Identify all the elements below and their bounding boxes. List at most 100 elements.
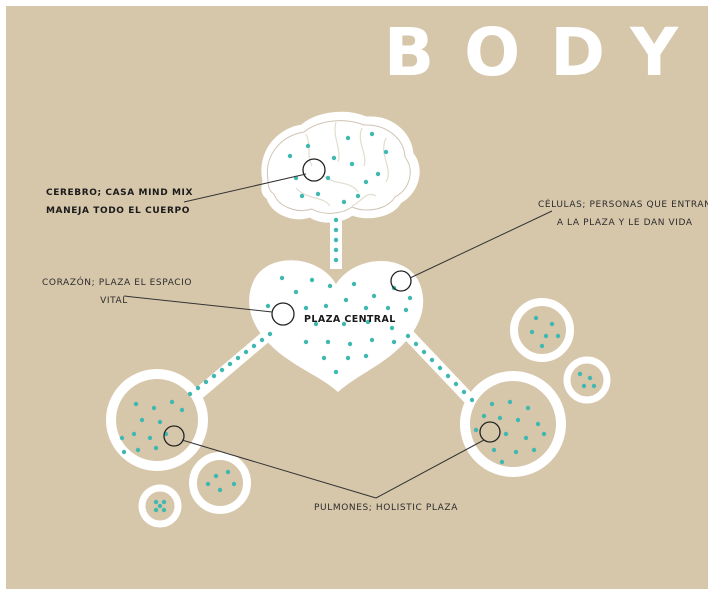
pulmones-label: PULMONES; HOLISTIC PLAZA — [314, 499, 458, 517]
cell-dot — [588, 376, 592, 380]
celulas-label: CÉLULAS; PERSONAS QUE ENTRAN A LA PLAZA … — [538, 196, 708, 232]
cell-dot — [226, 470, 230, 474]
cell-dot — [154, 508, 158, 512]
brain-shape — [263, 113, 418, 221]
cell-dot — [408, 296, 412, 300]
cell-dot — [188, 392, 192, 396]
cell-dot — [326, 176, 330, 180]
celulas-label-line-2: A LA PLAZA Y LE DAN VIDA — [538, 214, 708, 232]
corazon-label: CORAZÓN; PLAZA EL ESPACIO VITAL — [42, 274, 186, 310]
cell-dot — [220, 368, 224, 372]
cell-dot — [304, 340, 308, 344]
small-circle-right-2 — [567, 360, 607, 400]
cell-dot — [386, 306, 390, 310]
pulmones-leader-line-right — [376, 440, 484, 498]
cell-dot — [350, 162, 354, 166]
cell-dot — [334, 370, 338, 374]
cell-dot — [344, 298, 348, 302]
cell-dot — [462, 390, 466, 394]
cell-dot — [170, 400, 174, 404]
cell-dot — [158, 504, 162, 508]
cell-dot — [154, 500, 158, 504]
cell-dot — [492, 448, 496, 452]
cell-dot — [180, 408, 184, 412]
cell-dot — [260, 338, 264, 342]
cerebro-label: CEREBRO; CASA MIND MIX MANEJA TODO EL CU… — [46, 184, 193, 220]
cell-dot — [322, 356, 326, 360]
cell-dot — [592, 384, 596, 388]
cell-dot — [204, 380, 208, 384]
cell-dot — [534, 316, 538, 320]
corazon-label-line-2: VITAL — [42, 292, 186, 310]
cell-dot — [334, 248, 338, 252]
cerebro-label-line-1: CEREBRO; CASA MIND MIX — [46, 184, 193, 202]
cell-dot — [228, 362, 232, 366]
celulas-leader-line — [410, 211, 552, 278]
cell-dot — [140, 418, 144, 422]
cell-dot — [414, 342, 418, 346]
small-circle-left-1 — [193, 456, 247, 510]
cell-dot — [372, 294, 376, 298]
cell-dot — [422, 350, 426, 354]
cell-dot — [214, 474, 218, 478]
cell-dot — [348, 342, 352, 346]
cell-dot — [162, 508, 166, 512]
cell-dot — [406, 334, 410, 338]
cell-dot — [294, 290, 298, 294]
cell-dot — [500, 460, 504, 464]
cell-dot — [212, 374, 216, 378]
cell-dot — [196, 386, 200, 390]
cell-dot — [300, 194, 304, 198]
cell-dot — [266, 304, 270, 308]
cell-dot — [454, 382, 458, 386]
cell-dot — [162, 500, 166, 504]
cell-dot — [326, 340, 330, 344]
cell-dot — [504, 432, 508, 436]
cell-dot — [158, 420, 162, 424]
corazon-label-line-1: CORAZÓN; PLAZA EL ESPACIO — [42, 274, 186, 292]
cell-dot — [474, 428, 478, 432]
cell-dot — [154, 446, 158, 450]
cell-dot — [404, 308, 408, 312]
cell-dot — [498, 416, 502, 420]
cell-dot — [304, 306, 308, 310]
cell-dot — [352, 282, 356, 286]
cell-dot — [550, 322, 554, 326]
cell-dot — [438, 366, 442, 370]
right-lung-circle — [465, 376, 561, 472]
cell-dot — [470, 398, 474, 402]
cell-dot — [364, 354, 368, 358]
cell-dot — [392, 340, 396, 344]
plaza-central-label: PLAZA CENTRAL — [304, 314, 396, 325]
cell-dot — [532, 448, 536, 452]
cell-dot — [516, 418, 520, 422]
cell-dot — [148, 436, 152, 440]
cell-dot — [120, 436, 124, 440]
cell-dot — [482, 414, 486, 418]
cell-dot — [218, 488, 222, 492]
cell-dot — [328, 284, 332, 288]
cell-dot — [334, 238, 338, 242]
cell-dot — [316, 192, 320, 196]
cell-dot — [430, 358, 434, 362]
cell-dot — [280, 276, 284, 280]
cell-dot — [446, 374, 450, 378]
cell-dot — [390, 326, 394, 330]
cell-dot — [346, 136, 350, 140]
cell-dot — [334, 258, 338, 262]
cell-dot — [526, 406, 530, 410]
cell-dot — [152, 406, 156, 410]
cell-dot — [346, 356, 350, 360]
cell-dot — [490, 402, 494, 406]
cell-dot — [324, 304, 328, 308]
cell-dot — [540, 344, 544, 348]
cell-dot — [536, 422, 540, 426]
diagram-canvas: BODY CEREBRO; CASA MIND MIX MANEJA TODO … — [6, 6, 708, 589]
cell-dot — [524, 436, 528, 440]
cell-dot — [578, 372, 582, 376]
cell-dot — [514, 450, 518, 454]
cell-dot — [544, 334, 548, 338]
cell-dot — [370, 132, 374, 136]
cerebro-label-line-2: MANEJA TODO EL CUERPO — [46, 202, 193, 220]
cell-dot — [556, 334, 560, 338]
